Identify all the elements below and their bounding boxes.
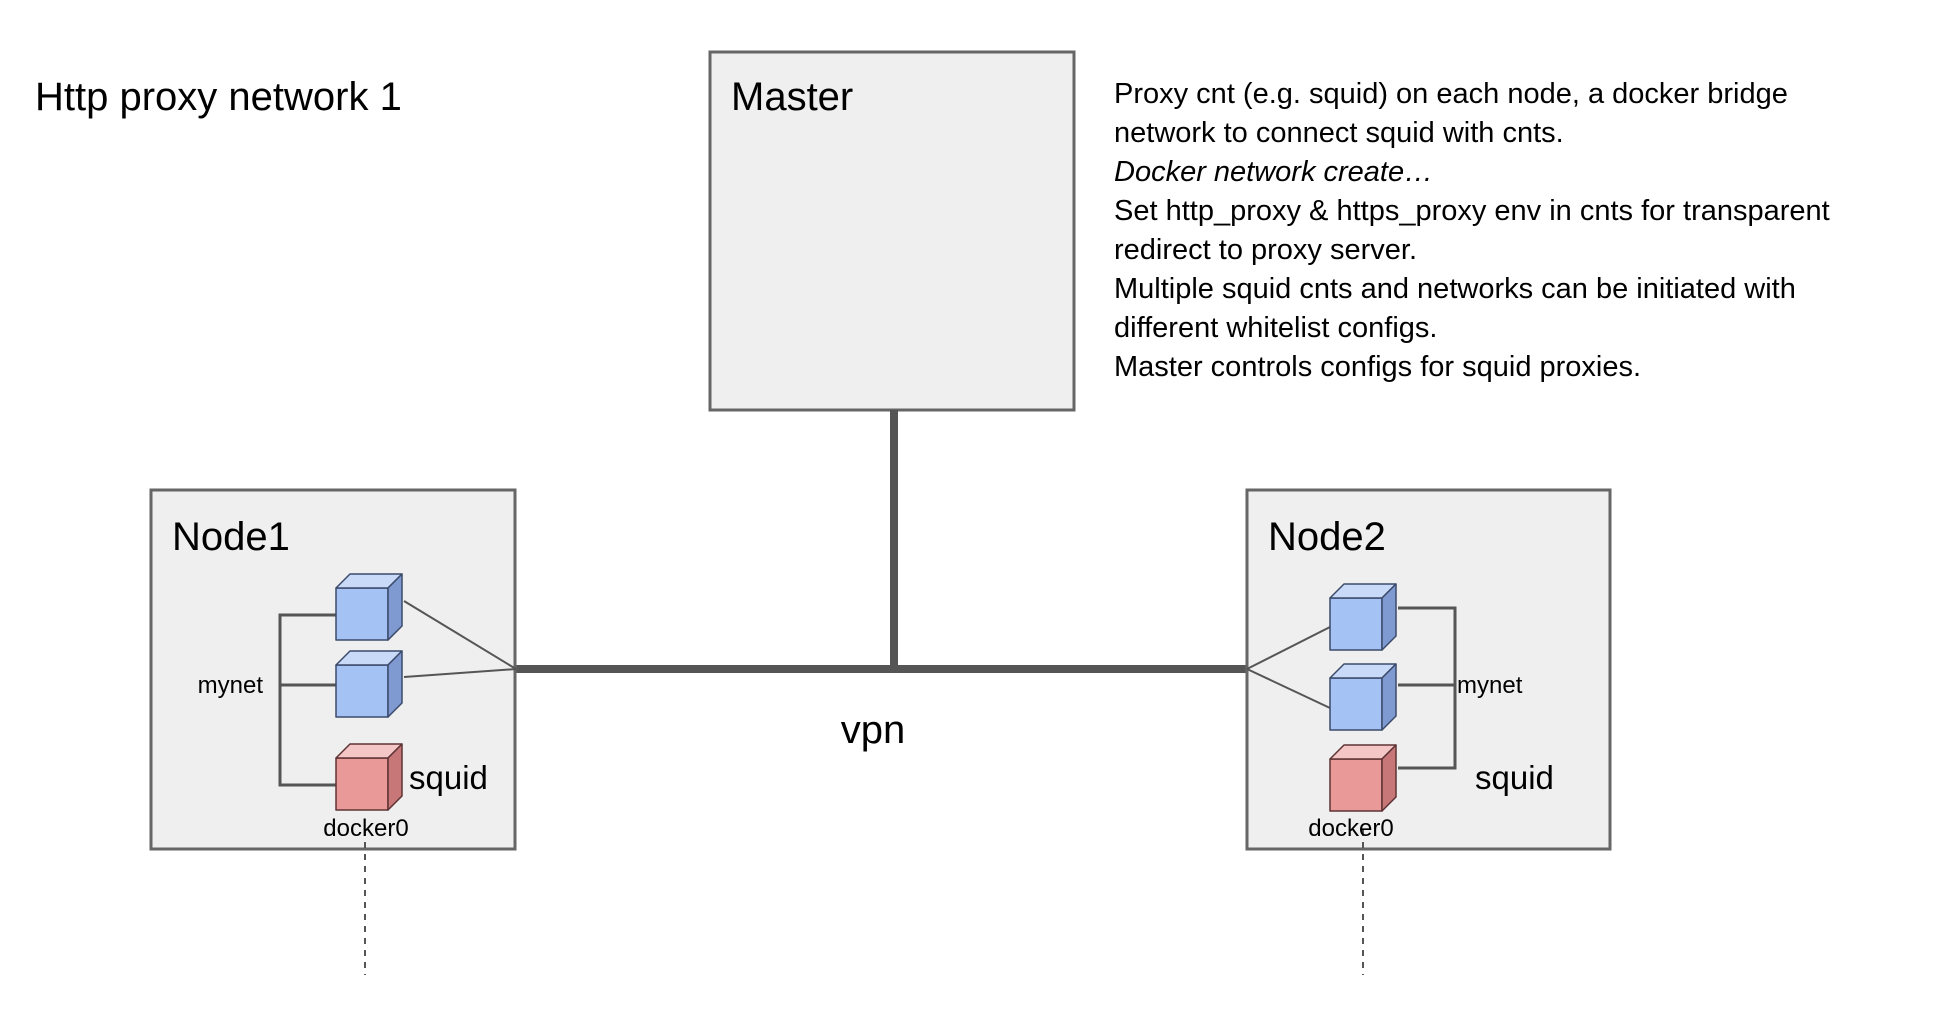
node2-uplink-2: [1246, 668, 1331, 709]
node2-mynet-bracket: [1398, 606, 1457, 770]
note-line: Proxy cnt (e.g. squid) on each node, a d…: [1114, 78, 1788, 110]
node1-uplink-1: [403, 600, 517, 670]
node2-squid-label: squid: [1475, 759, 1554, 796]
node1-box: [149, 488, 517, 851]
containers-group: [335, 573, 1397, 812]
node2-docker0-label: docker0: [1308, 815, 1393, 842]
node2-container-cube: [1329, 583, 1397, 651]
node2-squid-cube: [1329, 744, 1397, 812]
node1-mynet-label: mynet: [198, 672, 264, 699]
node1-docker0-label: docker0: [323, 815, 408, 842]
note-line: Set http_proxy & https_proxy env in cnts…: [1114, 195, 1830, 227]
node1-label: Node1: [172, 515, 290, 559]
master-box: [708, 50, 1076, 412]
node1-container-cube: [335, 650, 403, 718]
notes-block: Proxy cnt (e.g. squid) on each node, a d…: [1114, 78, 1830, 383]
node1-squid-label: squid: [409, 759, 488, 796]
node1-container-cube: [335, 573, 403, 641]
node2-label: Node2: [1268, 515, 1386, 559]
node1-mynet-bracket: [278, 613, 336, 787]
node2-mynet-label: mynet: [1457, 672, 1523, 699]
note-line: network to connect squid with cnts.: [1114, 117, 1564, 149]
note-line: Master controls configs for squid proxie…: [1114, 351, 1641, 383]
vpn-label: vpn: [841, 708, 906, 752]
note-line: Multiple squid cnts and networks can be …: [1114, 273, 1796, 305]
master-label: Master: [731, 75, 853, 119]
note-line: redirect to proxy server.: [1114, 234, 1417, 266]
diagram-title: Http proxy network 1: [35, 75, 402, 119]
node2-uplink-1: [1246, 626, 1331, 670]
node2-container-cube: [1329, 663, 1397, 731]
note-line: Docker network create…: [1114, 156, 1433, 188]
note-line: different whitelist configs.: [1114, 312, 1437, 344]
node1-uplink-2: [403, 668, 517, 678]
node1-squid-cube: [335, 743, 403, 811]
